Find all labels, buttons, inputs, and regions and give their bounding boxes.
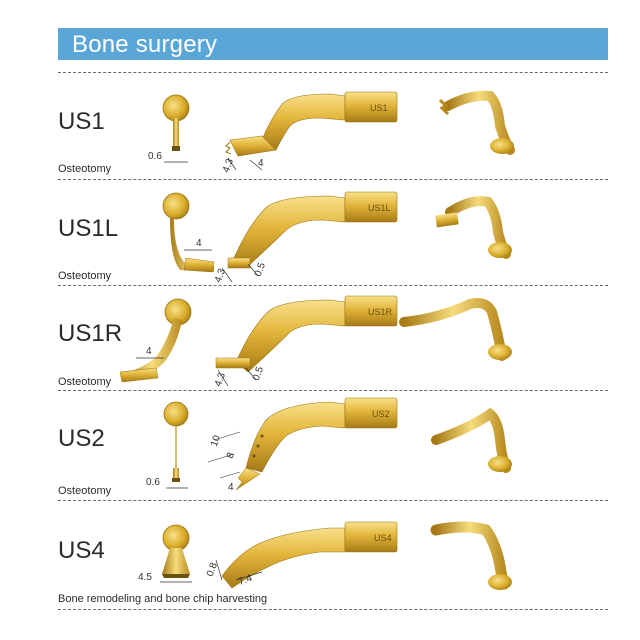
- dim-label: 8: [225, 451, 237, 460]
- engraving-us2: US2: [372, 409, 390, 419]
- tool-front-view-us2: [163, 401, 189, 489]
- item-application-us1l: Osteotomy: [58, 270, 112, 282]
- divider: [58, 609, 608, 610]
- item-code-us4: US4: [58, 537, 105, 564]
- tool-front-view-us1l: [162, 192, 215, 273]
- tool-side-view-us1l: [221, 191, 398, 283]
- item-code-us1r: US1R: [58, 320, 123, 347]
- tool-perspective-us4: [430, 521, 512, 590]
- tool-side-view-us1r: [215, 295, 398, 387]
- dim-label: 4.3: [221, 157, 236, 174]
- engraving-us1l: US1L: [368, 203, 391, 213]
- dim-label: 4.5: [138, 572, 152, 583]
- section-header: Bone surgery: [58, 28, 608, 60]
- dim-label: 4: [228, 482, 234, 493]
- divider: [58, 72, 608, 73]
- tool-front-view-us4: [160, 524, 192, 583]
- divider: [58, 500, 608, 501]
- item-application-us1: Osteotomy: [58, 163, 112, 175]
- dim-label: 0.6: [148, 151, 162, 162]
- tool-front-view-us1r: [119, 298, 192, 383]
- dim-label: 0.5: [253, 261, 268, 278]
- item-application-us2: Osteotomy: [58, 485, 112, 497]
- section-title: Bone surgery: [72, 31, 218, 58]
- item-application-us4: Bone remodeling and bone chip harvesting: [58, 593, 268, 605]
- tool-front-view-us1: [162, 94, 190, 163]
- dim-label: 0.5: [251, 365, 266, 382]
- tool-perspective-us1r: [399, 298, 512, 361]
- engraving-us4: US4: [374, 533, 392, 543]
- tool-perspective-us1: [438, 90, 515, 155]
- dim-label: 4: [146, 346, 152, 357]
- dim-label: 4.3: [213, 371, 228, 388]
- item-code-us1: US1: [58, 108, 105, 135]
- divider: [58, 285, 608, 286]
- item-code-us2: US2: [58, 425, 105, 452]
- divider: [58, 390, 608, 391]
- dim-label: 0.6: [146, 477, 160, 488]
- dim-label: 4: [196, 238, 202, 249]
- tool-side-view-us4: [215, 521, 398, 589]
- dim-label: 0.8: [205, 561, 220, 578]
- engraving-us1r: US1R: [368, 307, 393, 317]
- dim-label: 4: [258, 158, 264, 169]
- tool-perspective-us2: [431, 407, 512, 473]
- dim-label: 10: [209, 434, 223, 449]
- item-code-us1l: US1L: [58, 215, 119, 242]
- dim-label: 7.4: [237, 573, 254, 588]
- tool-side-view-us2: [207, 397, 398, 491]
- tool-side-view-us1: [225, 91, 398, 171]
- dim-label: 4.3: [213, 267, 228, 284]
- tool-perspective-us1l: [435, 196, 512, 259]
- divider: [58, 179, 608, 180]
- engraving-us1: US1: [370, 103, 388, 113]
- item-application-us1r: Osteotomy: [58, 376, 112, 388]
